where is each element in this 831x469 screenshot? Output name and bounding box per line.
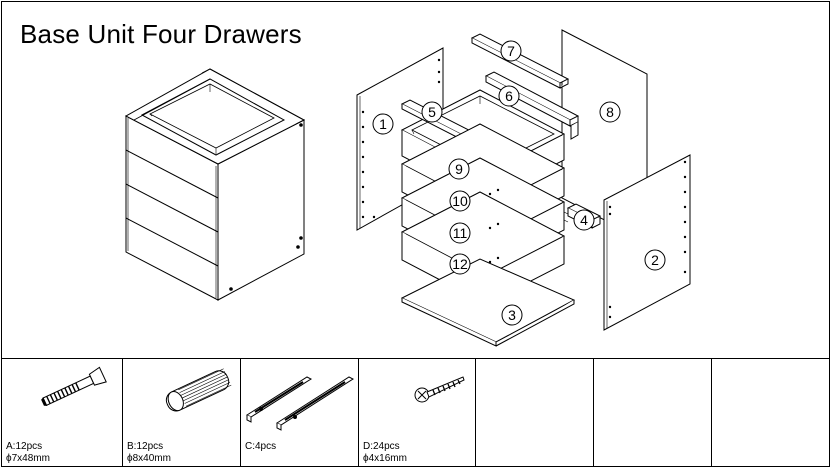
- page-title: Base Unit Four Drawers: [20, 19, 302, 49]
- callout-7: 7: [500, 40, 522, 62]
- callout-9: 9: [448, 158, 470, 180]
- assembled-cabinet-drawing: [124, 68, 306, 301]
- callout-3: 3: [501, 304, 523, 326]
- callout-11: 11: [449, 222, 471, 244]
- callout-8: 8: [599, 101, 621, 123]
- hardware-a-size: ϕ7x48mm: [6, 453, 50, 464]
- callout-1: 1: [372, 113, 394, 135]
- callout-12: 12: [449, 253, 471, 275]
- hardware-b-quantity: B:12pcs: [127, 441, 164, 452]
- callout-4: 4: [573, 209, 595, 231]
- hardware-cell-b: B:12pcs ϕ8x40mm: [123, 359, 241, 466]
- svg-text:12: 12: [452, 256, 468, 272]
- drawer-slide-icon: [245, 376, 355, 431]
- svg-text:5: 5: [428, 104, 436, 120]
- callout-2: 2: [644, 249, 666, 271]
- hardware-cell-d: D:24pcs ϕ4x16mm: [359, 359, 476, 466]
- svg-text:7: 7: [507, 43, 515, 59]
- svg-text:6: 6: [505, 88, 513, 104]
- svg-text:10: 10: [452, 193, 468, 209]
- hardware-d-quantity: D:24pcs: [363, 441, 400, 452]
- callout-6: 6: [498, 85, 520, 107]
- hardware-cell-a: A:12pcs ϕ7x48mm: [2, 359, 123, 466]
- svg-text:9: 9: [455, 161, 463, 177]
- hardware-c-quantity: C:4pcs: [245, 441, 277, 452]
- assembly-diagram: 1 2 3 4 5 6 7 8: [124, 29, 691, 347]
- hardware-cell-empty-1: [476, 359, 594, 466]
- confirmat-screw-icon: [41, 366, 107, 406]
- callout-10: 10: [449, 190, 471, 212]
- callout-5: 5: [421, 101, 443, 123]
- hardware-d-size: ϕ4x16mm: [363, 453, 407, 464]
- svg-text:2: 2: [651, 252, 659, 268]
- wood-screw-icon: [414, 376, 465, 403]
- svg-text:11: 11: [453, 225, 468, 241]
- hardware-b-size: ϕ8x40mm: [127, 453, 171, 464]
- svg-text:3: 3: [508, 307, 516, 323]
- hardware-cell-empty-3: [712, 359, 829, 466]
- svg-text:4: 4: [580, 212, 588, 228]
- hardware-a-quantity: A:12pcs: [6, 441, 43, 452]
- hardware-cell-c: C:4pcs: [241, 359, 359, 466]
- hardware-cell-empty-2: [594, 359, 712, 466]
- exploded-view-drawing: [356, 29, 691, 347]
- svg-text:1: 1: [379, 116, 387, 132]
- wooden-dowel-icon: [165, 368, 232, 412]
- hardware-list: A:12pcs ϕ7x48mm B:12pcs ϕ8x40mm: [2, 358, 829, 466]
- svg-text:8: 8: [606, 104, 614, 120]
